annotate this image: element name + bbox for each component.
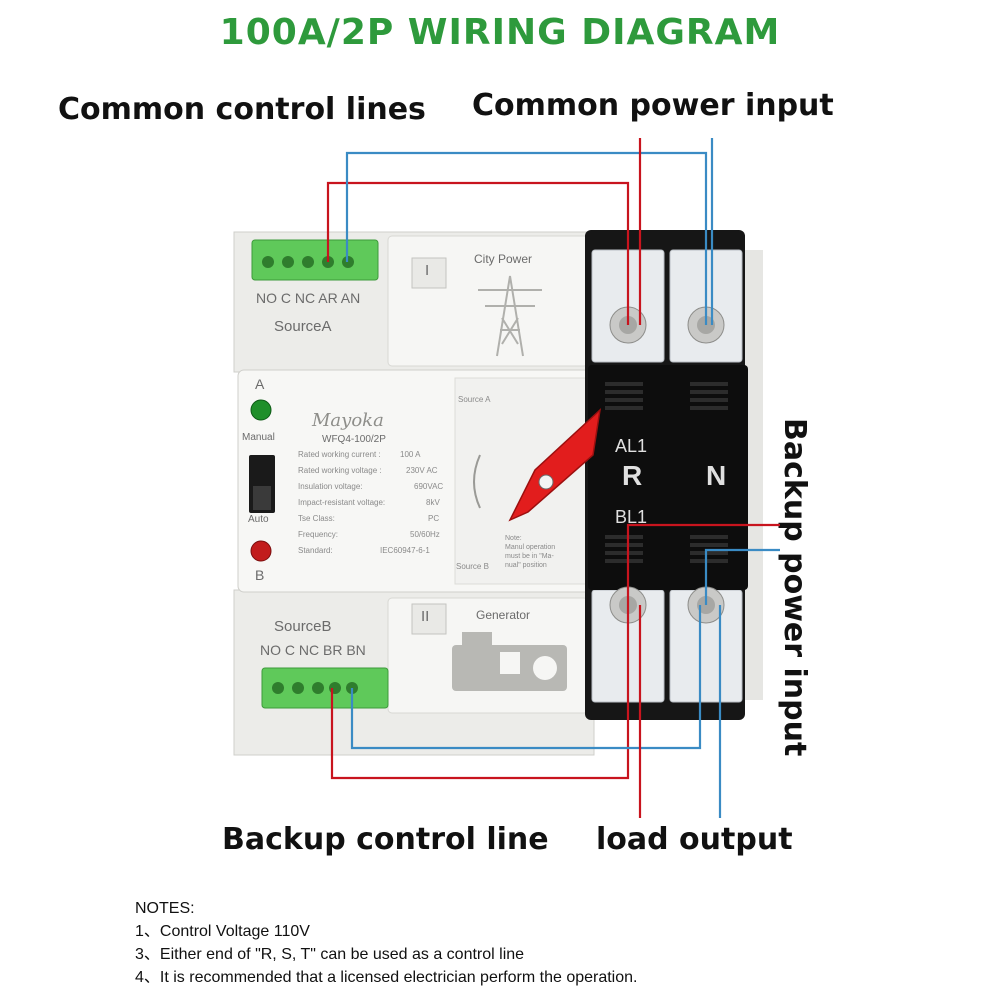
n-label: N xyxy=(706,460,727,491)
note-line-2: must be in "Ma- xyxy=(505,553,554,560)
spec-key-2: Insulation voltage: xyxy=(298,482,363,491)
note-item-1: 1、Control Voltage 110V xyxy=(135,923,310,940)
al1-label: AL1 xyxy=(615,436,648,456)
control-terminal-block-bottom xyxy=(261,667,389,709)
notes-heading: NOTES: xyxy=(135,900,195,917)
note-line-0: Note: xyxy=(505,535,522,542)
spec-value-4: PC xyxy=(428,514,440,523)
spec-value-0: 100 A xyxy=(400,450,421,459)
roman-two-label: II xyxy=(421,608,430,625)
brand-logo: Mayoka xyxy=(312,410,384,431)
wire-common-control-blue xyxy=(345,151,708,325)
power-tower-icon xyxy=(478,275,542,357)
common-power-input-label: Common power input xyxy=(472,88,834,123)
source-a-small-label: Source A xyxy=(458,395,491,404)
spec-value-1: 230V AC xyxy=(406,466,438,475)
wire-backup-control-blue xyxy=(350,605,702,750)
spec-key-5: Frequency: xyxy=(298,530,339,539)
manual-label: Manual xyxy=(242,432,275,443)
wire-backup-power-red xyxy=(626,523,780,605)
spec-value-2: 690VAC xyxy=(414,482,444,491)
spec-key-6: Standard: xyxy=(298,546,333,555)
common-control-lines-label: Common control lines xyxy=(58,92,426,127)
indicator-light-b xyxy=(250,540,272,562)
spec-value-6: IEC60947-6-1 xyxy=(380,546,430,555)
source-b-label: SourceB xyxy=(274,618,332,635)
manual-operation-note: Note: Manul operation must be in "Ma- nu… xyxy=(505,534,585,570)
spec-key-3: Impact-resistant voltage: xyxy=(298,498,386,507)
source-b-small-label: Source B xyxy=(456,562,489,571)
bottom-terminal-labels: NO C NC BR BN xyxy=(260,642,366,658)
backup-control-line-label: Backup control line xyxy=(222,822,549,857)
spec-value-5: 50/60Hz xyxy=(410,530,440,539)
note-item-3: 3、Either end of "R, S, T" can be used as… xyxy=(135,946,525,963)
source-a-label: SourceA xyxy=(274,318,332,335)
spec-key-0: Rated working current : xyxy=(298,450,381,459)
spec-key-4: Tse Class: xyxy=(298,514,335,523)
transfer-handle[interactable] xyxy=(508,407,602,522)
spec-value-3: 8kV xyxy=(426,498,440,507)
wire-backup-power-blue xyxy=(704,548,780,605)
spec-key-1: Rated working voltage : xyxy=(298,466,382,475)
auto-label: Auto xyxy=(248,514,269,525)
load-output-label: load output xyxy=(596,822,793,857)
indicator-light-a xyxy=(250,399,272,421)
roman-one-label: I xyxy=(425,262,430,279)
note-line-1: Manul operation xyxy=(505,544,556,551)
r-label: R xyxy=(622,460,643,491)
top-terminal-labels: NO C NC AR AN xyxy=(256,290,361,306)
indicator-b-label: B xyxy=(255,567,265,583)
control-terminal-block-top xyxy=(251,239,379,281)
model-label: WFQ4-100/2P xyxy=(322,434,386,445)
page-title: 100A/2P WIRING DIAGRAM xyxy=(219,12,781,53)
indicator-a-label: A xyxy=(255,376,265,392)
generator-icon xyxy=(452,632,567,691)
note-line-3: nual" position xyxy=(505,562,547,569)
wires xyxy=(326,138,780,818)
wire-backup-control-red xyxy=(330,605,630,780)
notes-section: NOTES: 1、Control Voltage 110V 3、Either e… xyxy=(135,897,637,989)
roman-two-box xyxy=(411,603,447,635)
bl1-label: BL1 xyxy=(615,507,648,527)
roman-one-box xyxy=(411,257,447,289)
rotate-arrow-icon xyxy=(473,454,481,509)
wire-common-control-red xyxy=(326,181,630,325)
note-item-4: 4、It is recommended that a licensed elec… xyxy=(135,969,638,986)
city-power-label: City Power xyxy=(474,252,533,266)
generator-label: Generator xyxy=(476,608,531,622)
manual-auto-switch[interactable] xyxy=(249,455,275,513)
